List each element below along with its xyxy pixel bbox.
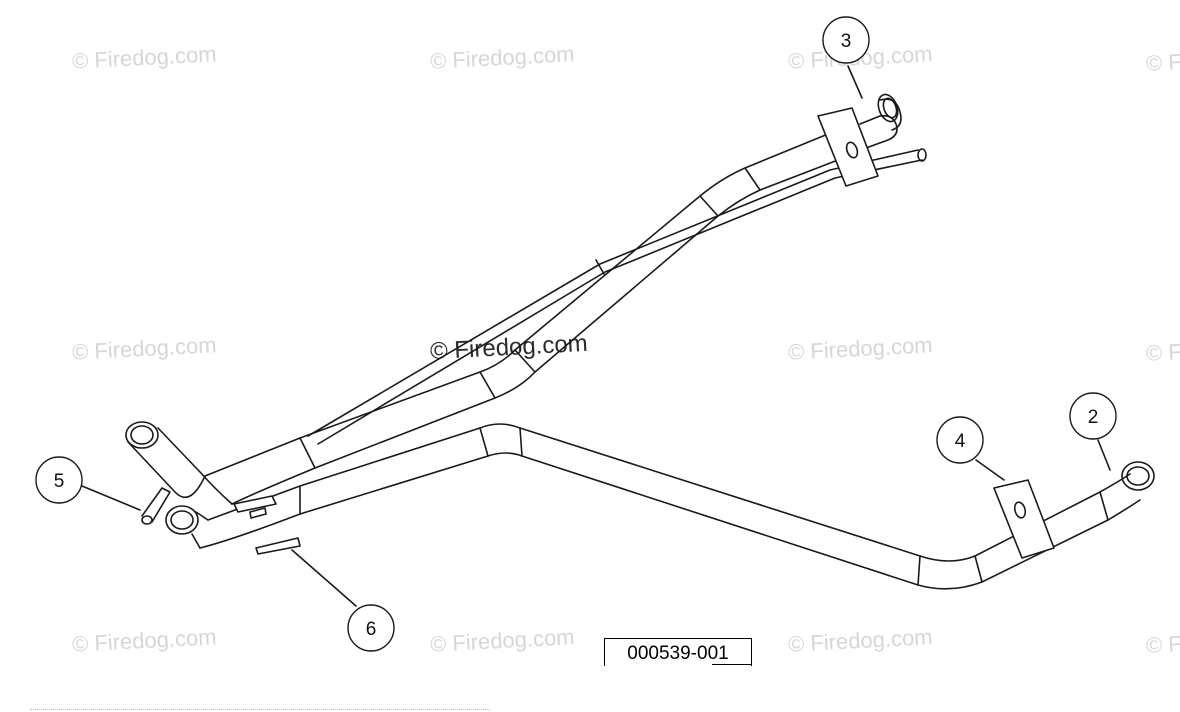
svg-text:5: 5 <box>54 471 65 492</box>
right-bracket <box>993 479 1055 559</box>
upper-left-elbow <box>125 421 233 505</box>
callout-6: 6 <box>347 604 395 652</box>
callout-5: 5 <box>35 456 83 504</box>
reference-number: 000539-001 <box>604 638 752 666</box>
svg-text:6: 6 <box>366 619 377 640</box>
thin-rod <box>307 148 927 445</box>
bottom-dotted-rule <box>30 709 490 710</box>
svg-text:4: 4 <box>955 431 966 452</box>
upper-tube <box>204 93 902 505</box>
svg-text:2: 2 <box>1088 407 1099 428</box>
leader-line-4 <box>975 459 1005 481</box>
leader-line-5 <box>81 485 141 511</box>
lower-clips <box>233 495 301 555</box>
callout-3: 3 <box>822 16 870 64</box>
leader-line-2 <box>1097 439 1111 471</box>
right-end-cap <box>1121 461 1155 491</box>
reference-underline <box>712 664 752 665</box>
leader-line-6 <box>291 549 357 607</box>
lower-left-elbow <box>165 505 209 549</box>
svg-text:3: 3 <box>841 31 852 52</box>
callout-2: 2 <box>1069 392 1117 440</box>
lower-tube <box>199 423 1141 590</box>
leader-line-3 <box>847 65 863 99</box>
callout-4: 4 <box>936 416 984 464</box>
small-stub-tube <box>141 487 171 525</box>
upper-bracket <box>817 107 879 187</box>
